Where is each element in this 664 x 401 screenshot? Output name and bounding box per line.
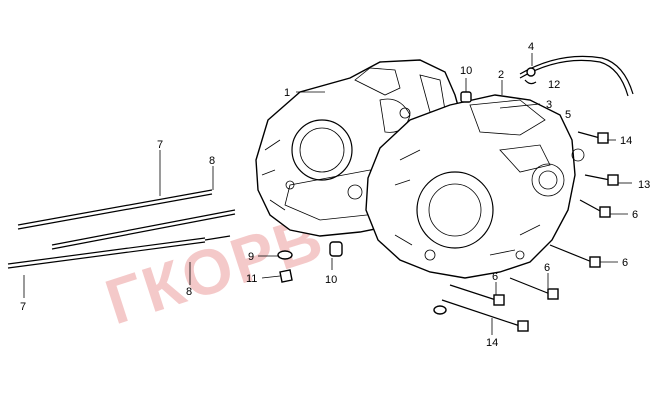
callout-7a: 7	[157, 139, 163, 151]
callout-10b: 10	[325, 274, 337, 286]
callout-10a: 10	[460, 65, 472, 77]
callout-4: 4	[528, 41, 534, 53]
clip	[279, 269, 293, 283]
callout-12: 12	[548, 79, 560, 91]
callout-7b: 7	[20, 301, 26, 313]
callout-14b: 14	[486, 337, 498, 349]
callout-6c: 6	[544, 262, 550, 274]
callout-11: 11	[246, 273, 257, 285]
dowel-pin-upper	[460, 91, 472, 103]
callout-6b: 6	[622, 257, 628, 269]
gasket	[499, 103, 541, 109]
callout-8a: 8	[209, 155, 215, 167]
bolts	[433, 131, 619, 332]
washer	[277, 250, 293, 260]
callout-14a: 14	[620, 135, 632, 147]
callout-6a: 6	[632, 209, 638, 221]
callout-8b: 8	[186, 286, 192, 298]
leader-lines	[23, 53, 632, 335]
callout-2: 2	[498, 69, 504, 81]
callout-1: 1	[284, 87, 290, 99]
callout-5: 5	[565, 109, 571, 121]
stud-bolts	[7, 189, 236, 269]
callout-3: 3	[546, 99, 552, 111]
callout-6d: 6	[492, 271, 498, 283]
tube-clip	[524, 79, 537, 85]
right-crankcase-half	[365, 94, 585, 279]
breather-tube	[519, 55, 634, 97]
dowel-pin-lower	[329, 241, 343, 257]
callout-9: 9	[248, 251, 254, 263]
callout-13: 13	[638, 179, 650, 191]
